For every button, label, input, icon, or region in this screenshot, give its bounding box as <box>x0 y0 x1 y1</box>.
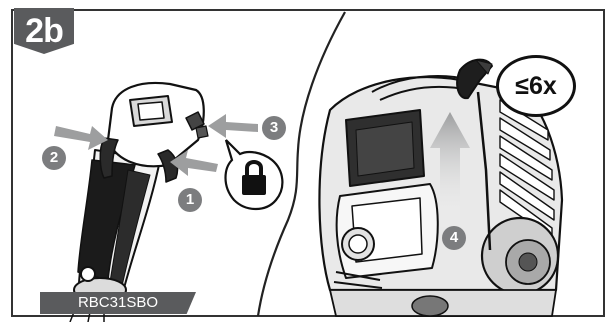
model-label: RBC31SBO <box>40 292 196 314</box>
callout-2: 2 <box>42 146 66 170</box>
callout-3: 3 <box>262 116 286 140</box>
padlock-icon <box>226 140 283 209</box>
callout-1: 1 <box>178 188 202 212</box>
pull-count-bubble: ≤6x <box>496 55 576 117</box>
callout-4: 4 <box>442 226 466 250</box>
